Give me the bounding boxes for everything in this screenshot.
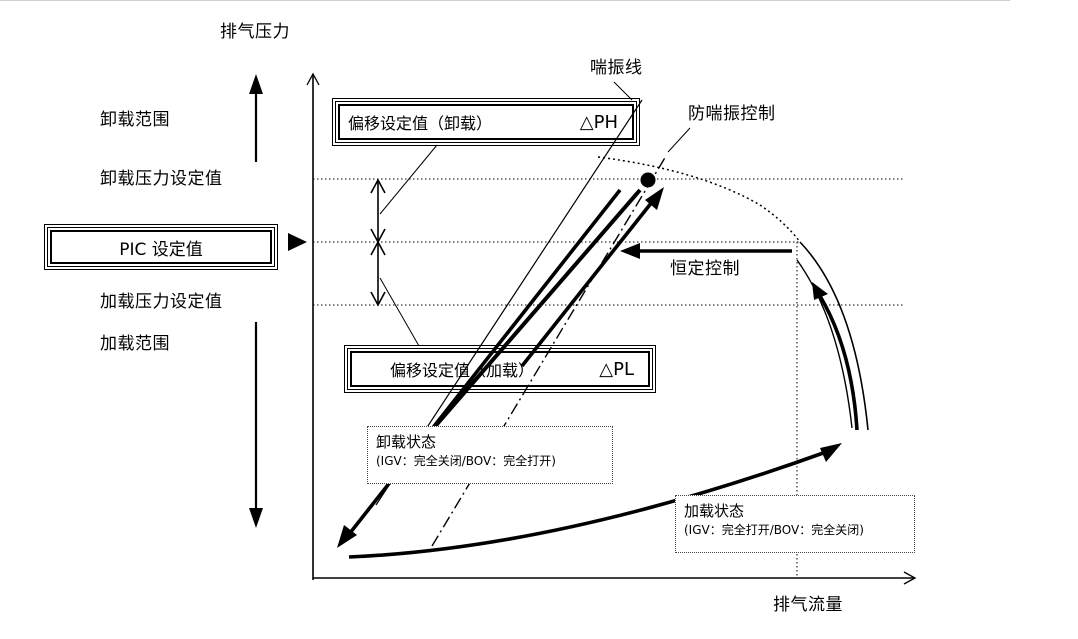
x-axis-label: 排气流量 — [773, 595, 843, 615]
unload-return-arrowhead — [337, 525, 357, 548]
constant-control-label: 恒定控制 — [670, 259, 740, 279]
characteristic-curve-dotted — [597, 156, 801, 243]
unload-range-arrowhead — [249, 74, 263, 94]
characteristic-curve-inner — [796, 259, 853, 429]
rise-to-surge-curve-arrow — [818, 295, 859, 431]
offset-unload-label: 偏移设定值（卸载） — [348, 114, 493, 133]
offset-unload-symbol: △PH — [579, 111, 618, 133]
rise-arrow — [430, 188, 642, 432]
anti-surge-control-label: 防喘振控制 — [688, 104, 776, 124]
offset-load-label: 偏移设定值（加载） — [390, 361, 535, 380]
offset-unload-leader — [379, 144, 438, 215]
anti-surge-arrowhead — [645, 187, 664, 210]
axis-lines — [306, 72, 917, 585]
leader-lines — [379, 81, 691, 347]
offset-load-symbol: △PL — [599, 358, 634, 380]
operating-point — [640, 172, 656, 188]
load-range-label: 加载范围 — [100, 334, 170, 354]
surge-line-label: 喘振线 — [590, 58, 643, 78]
pic-setpoint-label: PIC 设定值 — [119, 239, 203, 260]
surge-line-leader — [613, 81, 633, 101]
offset-unload-box: 偏移设定值（卸载） △PH — [332, 98, 640, 146]
anti-surge-arrow — [520, 200, 654, 368]
constant-control-arrowhead — [620, 243, 640, 259]
offset-load-leader — [379, 277, 420, 347]
rise-to-surge-arrowhead — [812, 282, 828, 300]
anti-surge-leader — [667, 127, 691, 153]
unload-state-detail: (IGV：完全关闭/BOV：完全打开) — [376, 454, 556, 468]
unload-range-label: 卸载范围 — [100, 110, 170, 130]
load-range-arrowhead — [249, 508, 263, 528]
load-pressure-setpoint-label: 加载压力设定值 — [100, 292, 223, 312]
y-axis-label: 排气压力 — [220, 22, 290, 42]
unload-state-box: 卸载状态 (IGV：完全关闭/BOV：完全打开) — [367, 426, 613, 484]
characteristic-curve-outer — [799, 241, 869, 431]
pic-pointer-triangle — [288, 233, 307, 251]
process-arrows — [337, 187, 859, 559]
range-arrows — [249, 74, 263, 528]
unload-state-title: 卸载状态 — [376, 433, 437, 451]
load-curve-arrow — [348, 450, 827, 559]
load-state-title: 加载状态 — [684, 502, 745, 520]
offset-load-box: 偏移设定值（加载） △PL — [344, 345, 656, 393]
unload-pressure-setpoint-label: 卸载压力设定值 — [100, 169, 223, 189]
load-state-detail: (IGV：完全打开/BOV：完全关闭) — [684, 523, 864, 537]
pic-setpoint-box: PIC 设定值 — [44, 224, 278, 270]
load-state-box: 加载状态 (IGV：完全打开/BOV：完全关闭) — [675, 495, 915, 553]
top-border-line — [0, 0, 1010, 1]
load-curve-arrowhead — [820, 443, 842, 462]
offset-arrows — [370, 178, 386, 307]
